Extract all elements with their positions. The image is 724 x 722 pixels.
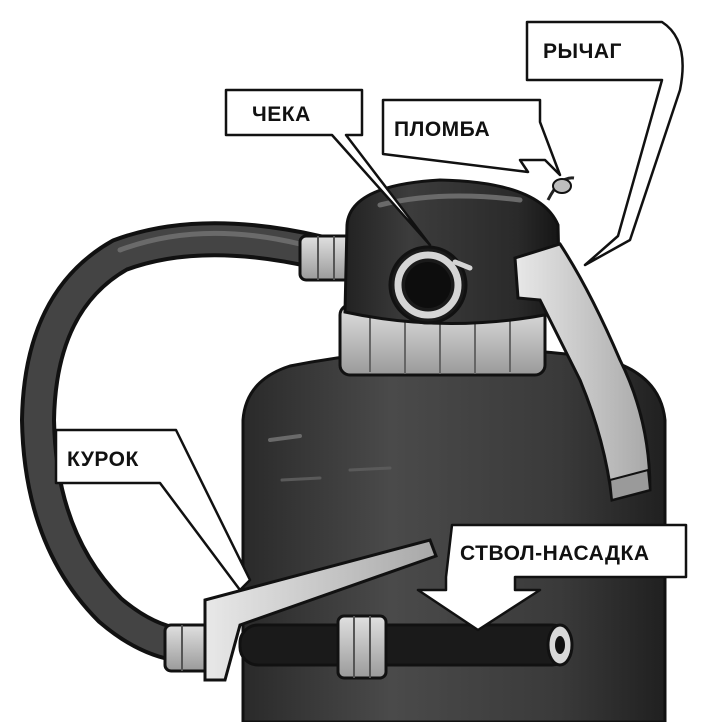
label-stvol: СТВОЛ-НАСАДКА [416,523,688,632]
safety-pin [388,245,473,325]
label-plomba: ПЛОМБА [381,98,562,177]
label-stvol-text: СТВОЛ-НАСАДКА [460,542,650,565]
label-cheka-text: ЧЕКА [252,103,311,126]
label-cheka: ЧЕКА [224,88,432,247]
trigger-and-nozzle [203,538,574,682]
hose [19,221,354,673]
lever [513,242,652,502]
seal [546,176,575,201]
label-rychag: РЫЧАГ [525,20,684,267]
label-kurok-text: КУРОК [67,448,139,471]
label-rychag-text: РЫЧАГ [543,40,622,63]
label-kurok: КУРОК [54,428,252,592]
label-plomba-text: ПЛОМБА [394,118,490,141]
